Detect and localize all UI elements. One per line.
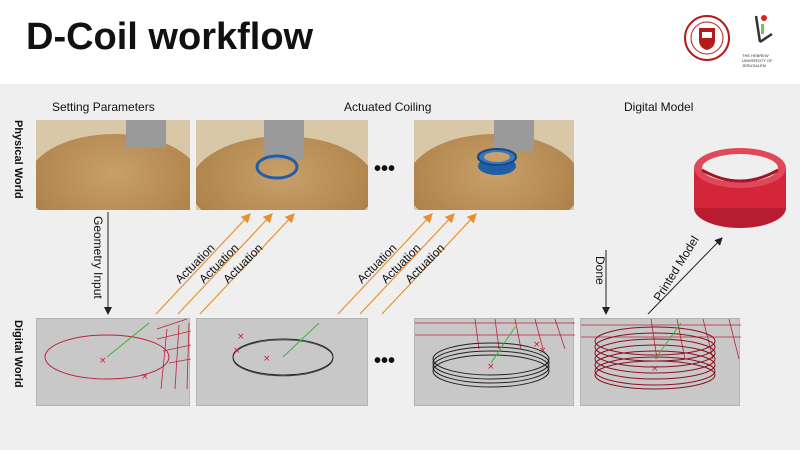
svg-text:×: ×	[533, 340, 541, 350]
viewport-digital-model: ×	[580, 318, 741, 406]
slide-title: D-Coil workflow	[26, 16, 314, 58]
actuation-arrow	[381, 213, 477, 315]
geometry-input-label: Geometry Input	[91, 216, 105, 299]
header-digital-model: Digital Model	[624, 100, 694, 114]
viewport-coiling-progress: × × ×	[414, 318, 575, 406]
coil-ring-tall	[477, 148, 517, 175]
svg-text:×: ×	[233, 346, 241, 356]
viewport-drawing: × ×	[44, 318, 192, 390]
hebrew-university-text: THE HEBREW UNIVERSITY OF JERUSALEM	[742, 53, 773, 68]
printed-model-image	[694, 148, 786, 228]
print-head	[494, 120, 534, 152]
svg-text:×: ×	[539, 346, 547, 356]
done-label: Done	[593, 256, 607, 285]
actuation-arrow	[359, 213, 455, 315]
print-head	[126, 120, 166, 148]
viewport-setting-parameters: × ×	[36, 318, 192, 406]
svg-text:×: ×	[487, 362, 495, 372]
viewport-drawing: × × ×	[232, 322, 334, 377]
svg-text:×: ×	[651, 364, 659, 374]
hebrew-university-logo: THE HEBREW UNIVERSITY OF JERUSALEM	[742, 12, 782, 72]
photo-coiling-start	[196, 120, 368, 210]
viewport-drawing: × × ×	[415, 318, 575, 388]
actuation-arrow	[177, 213, 273, 315]
svg-text:×: ×	[99, 356, 107, 366]
svg-text:×: ×	[141, 372, 149, 382]
actuation-arrow	[337, 213, 433, 315]
ellipsis-digital: •••	[374, 350, 396, 372]
photo-setting-parameters	[36, 120, 190, 210]
header-setting-parameters: Setting Parameters	[52, 100, 155, 114]
viewport-drawing: ×	[581, 318, 741, 390]
viewport-coiling-start: × × ×	[196, 318, 368, 406]
printed-model-label: Printed Model	[651, 233, 702, 303]
actuation-arrow	[199, 213, 295, 315]
svg-text:×: ×	[263, 354, 271, 364]
printed-model-arrow	[647, 237, 723, 315]
svg-text:×: ×	[237, 332, 245, 342]
coil-ring-small	[255, 154, 299, 180]
photo-coiling-progress	[414, 120, 574, 210]
ellipsis-physical: •••	[374, 158, 396, 180]
header-actuated-coiling: Actuated Coiling	[344, 100, 432, 114]
cornell-logo	[683, 14, 731, 62]
print-head	[264, 120, 304, 160]
actuation-arrow	[155, 213, 251, 315]
